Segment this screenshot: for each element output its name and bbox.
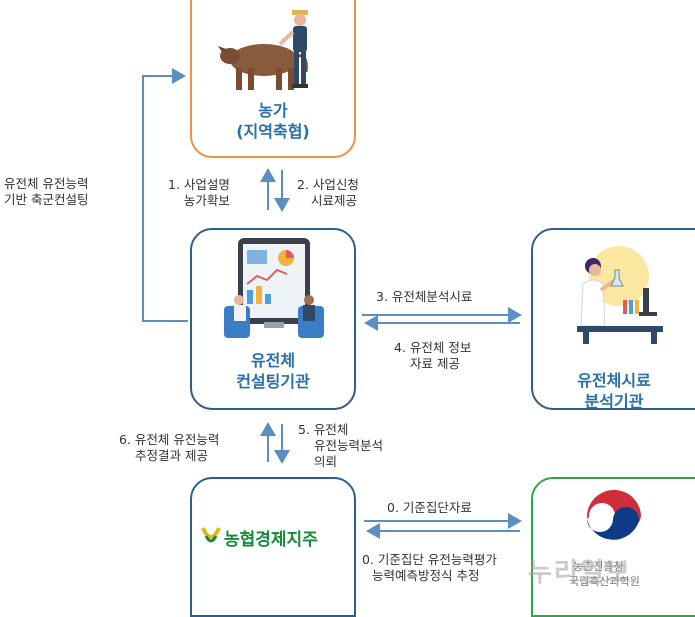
- korea-government-emblem: [586, 489, 641, 540]
- step4-label: 4. 유전체 정보 자료 제공: [394, 340, 471, 372]
- lab-title-line1: 유전체시료: [577, 371, 651, 390]
- consulting-title-line1: 유전체: [250, 351, 296, 370]
- scientist-microscope-illustration: [577, 246, 663, 344]
- step5-label-line1: 5. 유전체: [298, 422, 349, 437]
- step1-label-line1: 1. 사업설명: [168, 177, 230, 192]
- farmer-with-cow-illustration: [218, 10, 308, 90]
- lab-node: 유전체시료 분석기관: [531, 228, 695, 412]
- lab-title-line2: 분석기관: [584, 392, 644, 411]
- farm-title-line2: (지역축협): [236, 122, 310, 141]
- gov-org-line2: 국립축산과학원: [569, 575, 640, 588]
- consulting-node: 유전체 컨설팅기관: [190, 228, 356, 410]
- nh-node: 농협경제지주: [190, 477, 356, 617]
- step4-label-line1: 4. 유전체 정보: [394, 340, 472, 355]
- step5-label: 5. 유전체 유전능력분석 의뢰: [298, 422, 383, 470]
- step3-label-line1: 3. 유전체분석시료: [376, 289, 473, 304]
- step6-label-line2: 추정결과 제공: [135, 448, 208, 463]
- step0b-label-line2: 능력예측방정식 추정: [372, 568, 480, 583]
- step0b-label: 0. 기준집단 유전능력평가 능력예측방정식 추정: [362, 552, 497, 584]
- nh-logo-text: 농협경제지주: [224, 530, 318, 550]
- farm-title: 농가 (지역축협): [192, 100, 354, 142]
- consultation-meeting-illustration: [224, 238, 324, 338]
- step6-label-line1: 6. 유전체 유전능력: [119, 432, 220, 447]
- farm-node: 농가 (지역축협): [190, 0, 356, 158]
- step2-label-line2: 시료제공: [311, 193, 358, 208]
- gov-org-line1: 농촌진흥청: [573, 560, 624, 573]
- step1-label: 1. 사업설명 농가확보: [168, 177, 230, 209]
- consulting-title: 유전체 컨설팅기관: [192, 350, 354, 392]
- loop-connector: [142, 68, 188, 322]
- step1-label-line2: 농가확보: [183, 193, 230, 208]
- left-loop-label-line2: 기반 축군컨설팅: [4, 192, 89, 207]
- step0a-label-line1: 0. 기준집단자료: [387, 500, 472, 515]
- step4-label-line2: 자료 제공: [410, 356, 460, 371]
- step2-label: 2. 사업신청 시료제공: [297, 177, 359, 209]
- step2-label-line1: 2. 사업신청: [297, 177, 359, 192]
- step5-label-line2: 유전능력분석: [314, 438, 384, 453]
- watermark: 누리일보: [528, 558, 632, 588]
- step0a-label: 0. 기준집단자료: [387, 500, 472, 516]
- step6-label: 6. 유전체 유전능력 추정결과 제공: [119, 432, 219, 464]
- left-loop-label: 유전체 유전능력 기반 축군컨설팅: [4, 176, 88, 208]
- step5-label-line3: 의뢰: [314, 454, 338, 469]
- step0b-label-line1: 0. 기준집단 유전능력평가: [362, 552, 497, 567]
- lab-title: 유전체시료 분석기관: [533, 370, 695, 412]
- farm-title-line1: 농가: [258, 101, 288, 120]
- left-loop-label-line1: 유전체 유전능력: [4, 176, 89, 191]
- gov-node: 농촌진흥청 국립축산과학원: [531, 477, 695, 617]
- step3-label: 3. 유전체분석시료: [376, 289, 472, 305]
- consulting-title-line2: 컨설팅기관: [236, 372, 310, 391]
- nh-logo-icon: [201, 527, 221, 543]
